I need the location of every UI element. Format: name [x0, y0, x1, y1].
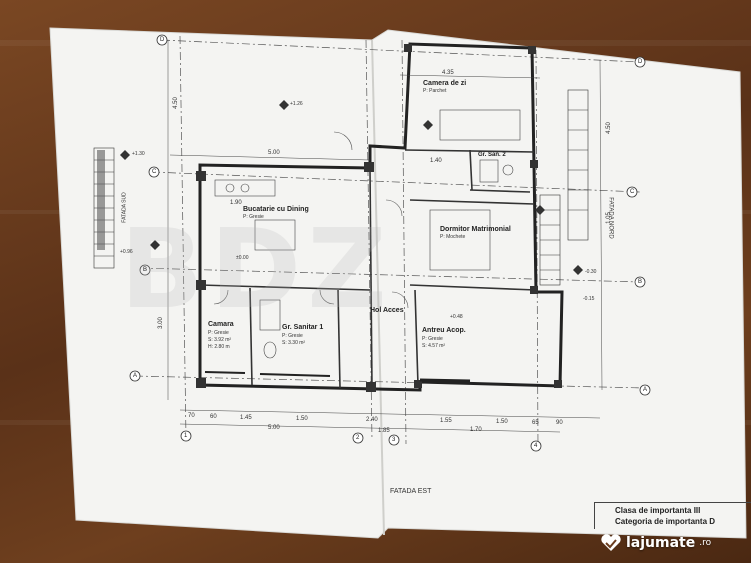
axis-letter-c: C: [630, 189, 635, 195]
dimension-label: 1.90: [230, 200, 242, 206]
watermark: BDZ: [120, 205, 393, 333]
columns: [196, 44, 562, 392]
axis-number-1: 1: [184, 433, 188, 439]
axis-letter-d: D: [160, 37, 165, 43]
axis-letter-c: C: [152, 169, 157, 175]
heart-check-icon: [601, 534, 621, 551]
axis-number-3: 3: [392, 437, 396, 443]
dimension-label: 4.50: [605, 122, 612, 134]
facade-label-east: FATADA EST: [390, 488, 432, 495]
dimension-label: 1.70: [470, 427, 482, 433]
elevation-label: +0.48: [450, 314, 463, 320]
room-floor-camera-zi: P: Parchet: [423, 88, 447, 94]
paper-fold: [371, 39, 385, 536]
room-floor-camara: P: Gresie: [208, 330, 229, 336]
room-label-gr-sanitar-2: Gr. San. 2: [478, 152, 506, 158]
room-floor-gr-sanitar: P: Gresie: [282, 333, 303, 339]
axis-letter-a: A: [643, 387, 648, 393]
facade-label-north: FATADA NORD: [607, 197, 614, 239]
threshold: [259, 373, 331, 377]
paper-sheet: [49, 27, 747, 539]
dimension-label: 5.00: [268, 425, 280, 431]
lajumate-logo: lajumate.ro: [600, 530, 711, 556]
axis-markers: [129, 34, 651, 452]
room-area-camara: S: 3.92 m²: [208, 337, 232, 343]
elevation-label: +1.26: [290, 101, 303, 107]
axis-number-2: 2: [356, 435, 360, 441]
room-label-camara: Camara: [208, 321, 234, 328]
room-label-gr-sanitar: Gr. Sanitar 1: [282, 324, 324, 331]
axis-lines: [134, 35, 646, 449]
logo-suffix: .ro: [699, 538, 712, 548]
axis-letter-b: B: [143, 267, 148, 273]
inner-walls: [199, 149, 537, 389]
dimension-label: 65: [532, 420, 539, 426]
dimension-label: 1.40: [430, 158, 442, 164]
room-label-antreu: Antreu Acop.: [422, 327, 466, 334]
dimension-label: 1.85: [378, 428, 390, 434]
room-area-gr-sanitar: S: 3.30 m²: [282, 340, 306, 346]
dimension-label: 2.40: [366, 417, 378, 423]
room-label-bucatarie: Bucatarie cu Dining: [243, 206, 309, 213]
room-label-dormitor: Dormitor Matrimonial: [440, 226, 511, 233]
dimension-label: 60: [210, 414, 217, 420]
dimension-label: 4.50: [172, 97, 179, 109]
room-label-camera-zi: Camera de zi: [423, 80, 467, 87]
axis-number-4: 4: [534, 443, 538, 449]
importance-class: Clasa de importanta III: [615, 506, 701, 515]
axis-letter-a: A: [133, 373, 138, 379]
elevation-markers: [120, 100, 583, 275]
threshold: [419, 378, 471, 383]
dimension-label: 4.35: [442, 70, 454, 76]
elevation-label: -0.15: [583, 296, 595, 302]
axis-letter-d: D: [638, 59, 643, 65]
room-floor-antreu: P: Gresie: [422, 336, 443, 342]
furniture: [214, 109, 521, 359]
room-area-antreu: S: 4.57 m²: [422, 343, 446, 349]
elevation-label: -0.30: [585, 269, 597, 275]
elevation-label: +0.96: [120, 249, 133, 255]
dimension-label: 3.00: [157, 317, 164, 329]
dimension-label: 5.00: [268, 150, 280, 156]
elevation-label: +1.30: [132, 151, 145, 157]
threshold: [204, 371, 246, 374]
elevation-label: ±0.00: [236, 255, 249, 261]
room-floor-bucatarie: P: Gresie: [243, 214, 264, 220]
importance-category: Categoria de importanta D: [615, 517, 716, 526]
title-block: Clasa de importanta III Categoria de imp…: [594, 502, 751, 529]
dimension-label: 1.55: [440, 418, 452, 424]
dimension-label: 1.50: [496, 419, 508, 425]
dimension-lines: [167, 40, 603, 433]
axis-letter-b: B: [638, 279, 643, 285]
room-label-hol-acces: Hol Acces: [370, 307, 404, 314]
room-height: H: 2.80 m: [208, 344, 230, 350]
stair-railing: [97, 150, 105, 250]
logo-text: lajumate: [626, 535, 696, 551]
dimension-label: 1.45: [240, 415, 252, 421]
dimension-label: 1.50: [296, 416, 308, 422]
dimension-label: 70: [188, 413, 195, 419]
dimension-label: 90: [556, 420, 563, 426]
room-floor-dormitor: P: Mochete: [440, 234, 466, 240]
door-swings: [213, 131, 409, 309]
facade-label-south: FATADA SUD: [121, 192, 128, 223]
